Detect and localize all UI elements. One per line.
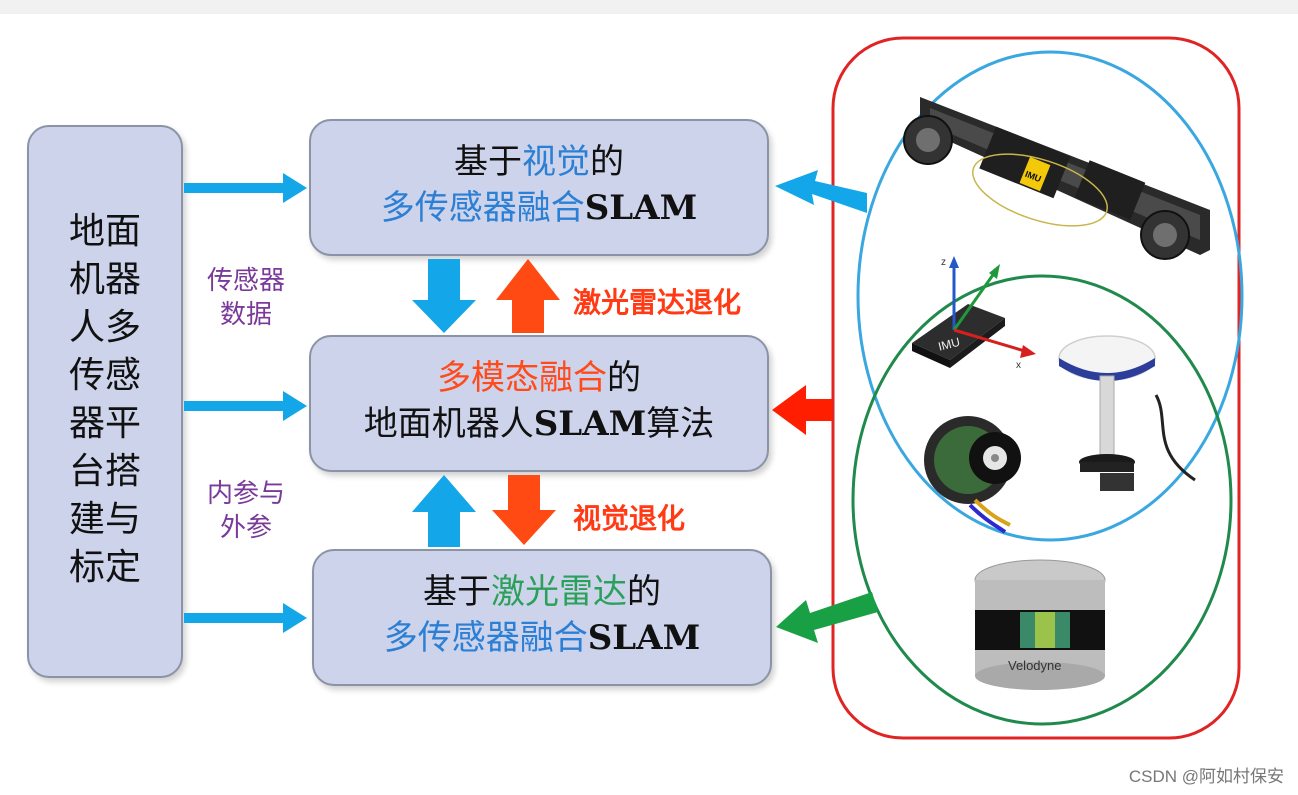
wheel-encoder-image	[924, 416, 1021, 534]
fusion-to-visual-arrow	[496, 259, 560, 333]
arrow-to-lidar	[184, 603, 307, 633]
multimodal-fusion-text: 多模态融合的 地面机器人SLAM算法	[363, 358, 715, 444]
intrinsic-extrinsic-label: 内参与 外参	[206, 479, 285, 543]
platform-line: 地面	[68, 211, 141, 252]
platform-line: 传感	[68, 355, 141, 396]
lidar-slam-text: 基于激光雷达的 多传感器融合SLAM	[383, 572, 701, 658]
sensor-frame	[831, 36, 1241, 740]
imu-chip-label: IMU	[937, 335, 962, 354]
lidar-slam-box	[312, 549, 772, 686]
visual-slam-box	[309, 119, 769, 256]
lidar-degradation-label: 激光雷达退化	[573, 286, 742, 319]
velodyne-lidar-image: Velodyne	[974, 559, 1106, 690]
imu-chip-image: IMU z x	[912, 256, 1036, 371]
camera-to-visual-arrow	[775, 170, 867, 213]
platform-line: 机器	[68, 259, 141, 300]
platform-calibration-text: 地面 机器 人多 传感 器平 台搭 建与 标定	[27, 208, 183, 592]
visual-slam-text: 基于视觉的 多传感器融合SLAM	[380, 142, 698, 228]
arrow-to-fusion	[184, 391, 307, 421]
lidar-to-lidar-slam-arrow	[776, 592, 878, 643]
stereo-camera-image: IMU	[903, 97, 1210, 260]
visual-sensor-ellipse	[856, 50, 1244, 542]
visual-degradation-label: 视觉退化	[573, 502, 686, 535]
platform-line: 器平	[68, 403, 141, 444]
platform-line: 台搭	[68, 451, 141, 492]
csdn-watermark: CSDN @阿如村保安	[1128, 767, 1284, 786]
platform-calibration-box	[27, 125, 183, 678]
lidar-sensor-ellipse	[851, 274, 1233, 726]
velodyne-brand-label: Velodyne	[1008, 658, 1062, 673]
platform-line: 建与	[68, 499, 141, 540]
platform-arrows	[184, 173, 307, 633]
fusion-to-lidar-arrow	[492, 475, 556, 545]
arrow-to-visual	[184, 173, 307, 203]
platform-line: 人多	[68, 307, 141, 348]
platform-line: 标定	[68, 547, 141, 588]
visual-to-fusion-arrow	[412, 259, 476, 333]
gnss-antenna-image	[1058, 335, 1196, 491]
axis-x-label: x	[1016, 360, 1021, 371]
axis-z-label: z	[941, 257, 946, 268]
lidar-to-fusion-arrow	[412, 475, 476, 547]
top-band	[0, 0, 1298, 14]
sensor-data-label: 传感器 数据	[206, 266, 285, 330]
sensors-to-fusion-arrow	[772, 385, 832, 435]
multimodal-fusion-box	[309, 335, 769, 472]
